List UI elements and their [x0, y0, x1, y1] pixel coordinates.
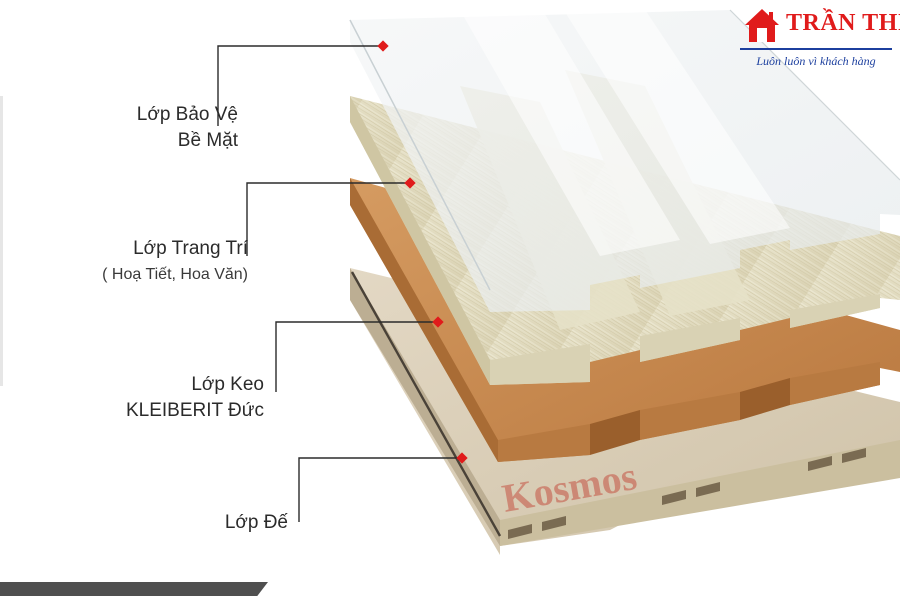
marker-base	[456, 452, 468, 464]
label-decor-layer: Lớp Trang Trí ( Hoạ Tiết, Hoa Văn)	[102, 236, 248, 288]
label-protective-line2: Bề Mặt	[177, 130, 238, 151]
markers	[377, 40, 468, 464]
leader-line-base	[298, 457, 462, 522]
label-protective-line1: Lớp Bảo Vệ	[136, 104, 238, 125]
label-decor-line2: ( Hoạ Tiết, Hoa Văn)	[102, 266, 248, 283]
label-protective-layer: Lớp Bảo Vệ Bề Mặt	[137, 102, 238, 154]
leader-line-protective	[217, 45, 383, 126]
marker-protective	[377, 40, 389, 52]
marker-adhesive	[432, 316, 444, 328]
label-adhesive-line1: Lớp Keo	[191, 374, 264, 395]
base-cells	[508, 448, 866, 539]
left-edge-decoration	[0, 96, 3, 386]
brand-name: TRẦN THỊ	[786, 10, 900, 36]
marker-decor	[404, 177, 416, 189]
label-decor-line1: Lớp Trang Trí	[133, 238, 248, 259]
house-icon	[745, 9, 779, 42]
leader-line-decor	[246, 182, 410, 256]
brand-divider	[740, 48, 892, 50]
label-base-layer: Lớp Đế	[225, 510, 288, 536]
label-base-line1: Lớp Đế	[224, 512, 288, 533]
label-adhesive-line2: KLEIBERIT Đức	[125, 400, 264, 421]
leader-lines	[217, 45, 462, 522]
leader-line-adhesive	[275, 321, 438, 392]
brand-logo: TRẦN THỊ Luôn luôn vì khách hàng	[736, 6, 900, 74]
protective-film-layer	[349, 2, 900, 312]
label-adhesive-layer: Lớp Keo KLEIBERIT Đức	[126, 372, 264, 424]
brand-slogan: Luôn luôn vì khách hàng	[756, 54, 876, 68]
footer-bar	[0, 582, 268, 596]
